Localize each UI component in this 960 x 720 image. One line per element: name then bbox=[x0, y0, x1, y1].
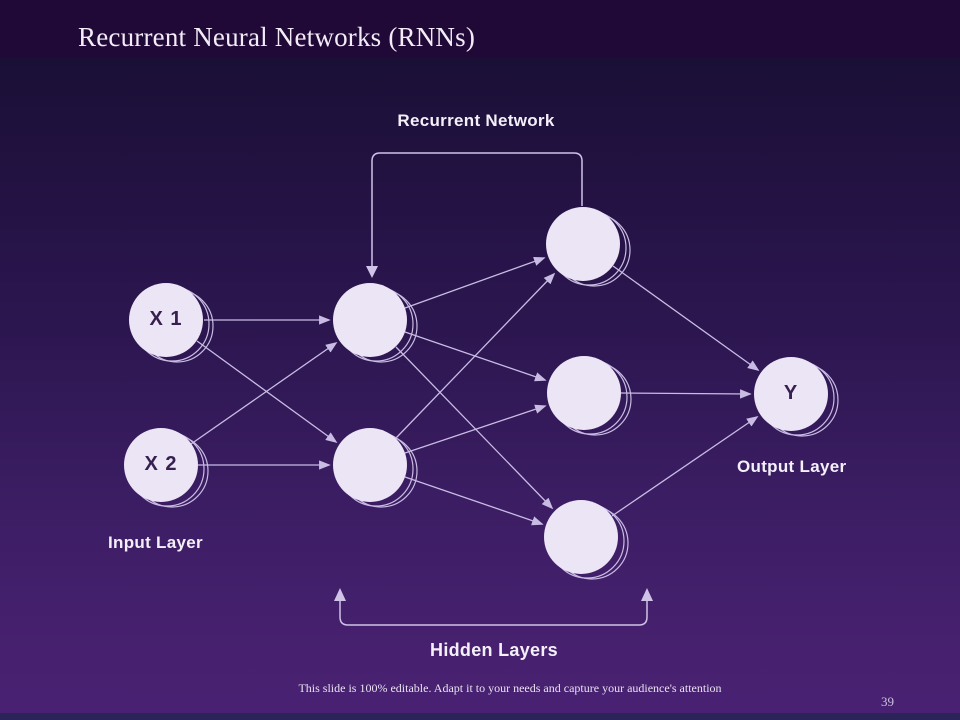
page-title: Recurrent Neural Networks (RNNs) bbox=[78, 22, 476, 52]
node-label-x2: X 2 bbox=[144, 453, 178, 475]
bottom-accent-strip bbox=[0, 713, 960, 720]
recurrent-network-label: Recurrent Network bbox=[397, 111, 555, 130]
page-number: 39 bbox=[881, 694, 894, 709]
recurrent-loop-arrow bbox=[366, 152, 583, 278]
connections-hidden2-to-output bbox=[611, 265, 760, 517]
node-input-x1 bbox=[129, 283, 214, 363]
hidden-layers-label: Hidden Layers bbox=[430, 640, 558, 660]
input-layer-label: Input Layer bbox=[108, 533, 203, 552]
node-hidden2-middle bbox=[547, 356, 632, 436]
title-bar bbox=[0, 0, 960, 58]
node-hidden1-bottom bbox=[333, 428, 418, 508]
node-output-y bbox=[754, 357, 839, 437]
node-input-x2 bbox=[124, 428, 209, 508]
connections-hidden1-to-hidden2 bbox=[395, 256, 556, 526]
output-layer-label: Output Layer bbox=[737, 457, 847, 476]
connections-input-to-hidden1 bbox=[190, 315, 338, 470]
node-label-x1: X 1 bbox=[149, 308, 183, 330]
editable-note: This slide is 100% editable. Adapt it to… bbox=[298, 681, 722, 695]
node-hidden2-top bbox=[546, 207, 631, 287]
node-hidden1-top bbox=[333, 283, 418, 363]
node-hidden2-bottom bbox=[544, 500, 629, 580]
hidden-layers-bracket bbox=[334, 588, 653, 626]
node-label-y: Y bbox=[783, 382, 799, 404]
